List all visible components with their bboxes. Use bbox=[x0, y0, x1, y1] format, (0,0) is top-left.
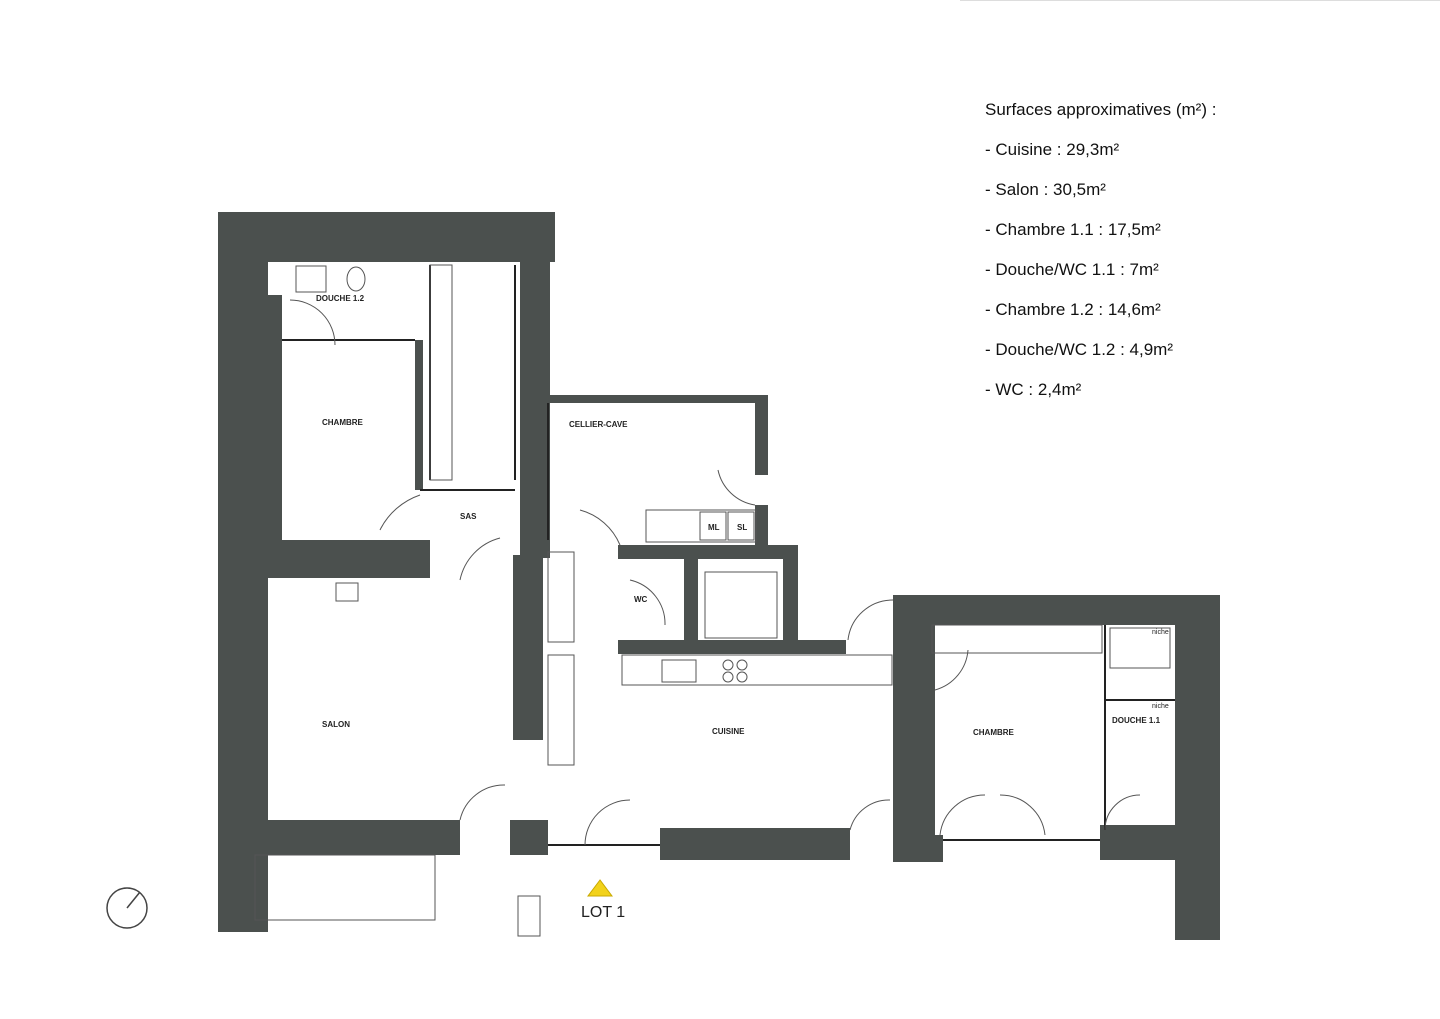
label-niche: niche bbox=[1152, 703, 1169, 710]
room-label-chambre-1-2: CHAMBRE bbox=[322, 418, 364, 427]
legend-item: - Cuisine : 29,3m² bbox=[985, 140, 1120, 159]
room-label-douche-1-2: DOUCHE 1.2 bbox=[316, 294, 365, 303]
compass-icon bbox=[106, 887, 148, 929]
entrance-label: LOT 1 bbox=[581, 904, 626, 921]
room-label-cuisine: CUISINE bbox=[712, 727, 745, 736]
label-niche: niche bbox=[1152, 629, 1169, 636]
room-label-cellier: CELLIER-CAVE bbox=[569, 420, 628, 429]
room-label-douche-1-1: DOUCHE 1.1 bbox=[1112, 716, 1161, 725]
legend-item: - Chambre 1.1 : 17,5m² bbox=[985, 220, 1161, 239]
entrance-marker-icon bbox=[587, 879, 613, 897]
room-label-wc: WC bbox=[634, 595, 648, 604]
legend-title: Surfaces approximatives (m²) : bbox=[985, 100, 1217, 119]
label-ml: ML bbox=[708, 523, 720, 532]
room-label-salon: SALON bbox=[322, 720, 350, 729]
legend-item: - Salon : 30,5m² bbox=[985, 180, 1106, 199]
legend-item: - Douche/WC 1.2 : 4,9m² bbox=[985, 340, 1174, 359]
walls bbox=[218, 212, 1220, 940]
label-sl: SL bbox=[737, 523, 747, 532]
room-label-chambre-1-1: CHAMBRE bbox=[973, 728, 1015, 737]
surface-legend: Surfaces approximatives (m²) : - Cuisine… bbox=[985, 90, 1216, 410]
partitions bbox=[254, 264, 1175, 937]
legend-item: - WC : 2,4m² bbox=[985, 380, 1082, 399]
page-edge-line bbox=[960, 0, 1440, 1]
legend-item: - Chambre 1.2 : 14,6m² bbox=[985, 300, 1161, 319]
room-label-sas: SAS bbox=[460, 512, 477, 521]
legend-item: - Douche/WC 1.1 : 7m² bbox=[985, 260, 1159, 279]
